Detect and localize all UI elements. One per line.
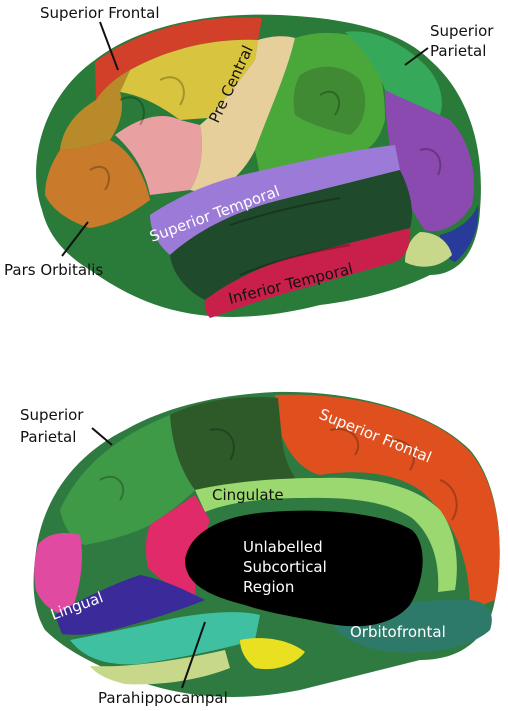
medial-sulci-texture (99, 428, 458, 521)
region-pre-central (190, 36, 295, 195)
label-cingulate: Cingulate (212, 486, 284, 504)
region-lingual (55, 575, 205, 635)
region-entorhinal (240, 638, 305, 670)
region-pars-opercularis (45, 140, 150, 228)
region-superior-temporal (150, 145, 400, 255)
label-parahippocampal: Parahippocampal (98, 689, 228, 707)
lateral-sulci-texture (89, 76, 442, 276)
region-superior-frontal-medial (275, 394, 500, 610)
label-orbitofrontal: Orbitofrontal (350, 623, 446, 641)
region-middle-temporal (170, 170, 412, 300)
medial-brain-view (33, 391, 500, 697)
region-parahippocampal (70, 612, 260, 665)
leader-superior-parietal-medial (91, 427, 113, 446)
region-cuneus (34, 533, 82, 615)
region-paracentral (170, 397, 300, 490)
leader-superior-frontal (99, 21, 119, 71)
region-supramarginal (293, 66, 366, 135)
lateral-brain-view (36, 14, 481, 318)
region-banks (405, 232, 452, 267)
region-precuneus (60, 415, 195, 545)
leader-superior-parietal-lateral (404, 47, 429, 66)
region-cingulate (195, 477, 457, 592)
region-caudal-middle-frontal (120, 39, 258, 120)
leader-pars-orbitalis (61, 221, 89, 257)
region-lateral-occipital (440, 205, 479, 262)
label-unlabelled-line2: Subcortical (243, 558, 327, 576)
label-superior-parietal-lateral-line1: Superior (430, 22, 494, 40)
label-superior-parietal-medial-line2: Parietal (20, 428, 76, 446)
label-unlabelled-line3: Region (243, 578, 294, 596)
region-fusiform (90, 650, 230, 685)
label-superior-parietal-medial-line1: Superior (20, 406, 84, 424)
region-superior-parietal-lateral (345, 31, 442, 115)
label-pars-orbitalis: Pars Orbitalis (4, 261, 103, 279)
label-superior-parietal-lateral-line2: Parietal (430, 42, 486, 60)
leader-parahippocampal (181, 621, 206, 689)
label-unlabelled-line1: Unlabelled (243, 538, 323, 556)
region-superior-frontal-lateral (95, 17, 262, 100)
region-rostral-middle-frontal (60, 70, 130, 150)
region-unlabelled-subcortical (185, 510, 423, 627)
region-pars-triangularis (115, 115, 202, 195)
label-superior-frontal-lateral: Superior Frontal (40, 4, 160, 22)
region-inferior-temporal (204, 228, 411, 318)
